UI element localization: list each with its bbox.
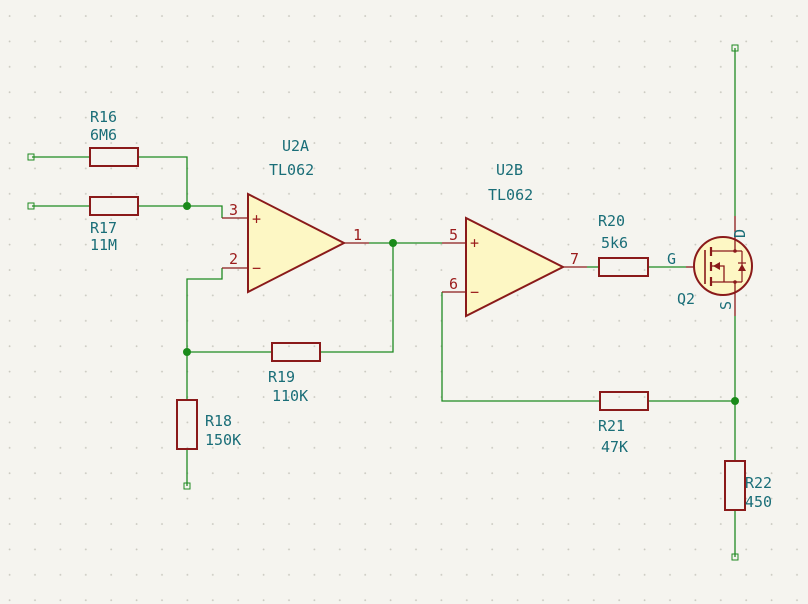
u2b-ref: U2B (496, 161, 523, 179)
terminal-r18-ground[interactable] (183, 482, 191, 490)
wire-r16-right[interactable] (138, 156, 188, 206)
r19-value: 110K (272, 387, 308, 405)
r22-ref: R22 (745, 474, 772, 492)
resistors (89, 147, 746, 511)
q2-arrow-icon (713, 262, 720, 270)
net-terminals (27, 44, 739, 561)
q2-inner-dot-source (733, 280, 737, 284)
u2b-plus-sign: + (470, 234, 479, 252)
u2a-value: TL062 (269, 161, 314, 179)
u2b-pin-plus: 5 (449, 226, 458, 244)
junctions (183, 202, 739, 405)
wire-r19-right[interactable] (320, 243, 394, 353)
resistor-r16[interactable] (89, 147, 139, 167)
resistor-r19[interactable] (271, 342, 321, 362)
resistor-r22[interactable] (724, 460, 746, 511)
junction-inputs (183, 202, 191, 210)
junction-u2a-feedback (183, 348, 191, 356)
r20-ref: R20 (598, 212, 625, 230)
r20-value: 5k6 (601, 234, 628, 252)
resistor-r21[interactable] (599, 391, 649, 411)
u2a-minus-sign: − (252, 259, 261, 277)
opamp-u2b-body[interactable] (465, 216, 566, 318)
q2-inner-dot-drain (733, 249, 737, 253)
u2a-pin-minus: 2 (229, 250, 238, 268)
u2a-pin-plus: 3 (229, 201, 238, 219)
u2b-pin-out: 7 (570, 250, 579, 268)
junction-u2a-out (389, 239, 397, 247)
r16-ref: R16 (90, 108, 117, 126)
wire-u2b-minus[interactable] (441, 292, 600, 402)
r19-ref: R19 (268, 368, 295, 386)
terminal-input-1[interactable] (27, 153, 35, 161)
r17-ref: R17 (90, 219, 117, 237)
u2b-minus-sign: − (470, 283, 479, 301)
u2b-value: TL062 (488, 186, 533, 204)
mosfet-q2[interactable] (686, 216, 753, 316)
q2-drain-label: D (731, 229, 749, 238)
q2-diode-triangle-icon (738, 264, 746, 271)
terminal-r22-ground[interactable] (731, 553, 739, 561)
r21-value: 47K (601, 438, 628, 456)
resistor-r17[interactable] (89, 196, 139, 216)
q2-gate-label: G (667, 250, 676, 268)
resistor-r18[interactable] (176, 399, 198, 450)
opamp-u2a-body[interactable] (247, 192, 347, 294)
opamp-u2a[interactable] (222, 192, 369, 294)
r16-value: 6M6 (90, 126, 117, 144)
u2a-plus-sign: + (252, 210, 261, 228)
r22-value: 450 (745, 493, 772, 511)
r17-value: 11M (90, 236, 117, 254)
resistor-r20[interactable] (598, 257, 649, 277)
wires (32, 48, 736, 557)
opamp-u2b[interactable] (442, 216, 587, 318)
junction-q2-source (731, 397, 739, 405)
q2-ref: Q2 (677, 290, 695, 308)
r21-ref: R21 (598, 417, 625, 435)
terminal-q2-drain[interactable] (731, 44, 739, 52)
terminal-input-2[interactable] (27, 202, 35, 210)
r18-ref: R18 (205, 412, 232, 430)
wire-u2a-minus[interactable] (186, 268, 223, 400)
wire-u2a-plus[interactable] (187, 205, 223, 218)
u2a-pin-out: 1 (353, 226, 362, 244)
u2a-ref: U2A (282, 137, 309, 155)
u2b-pin-minus: 6 (449, 275, 458, 293)
q2-source-label: S (717, 301, 735, 310)
r18-value: 150K (205, 431, 241, 449)
